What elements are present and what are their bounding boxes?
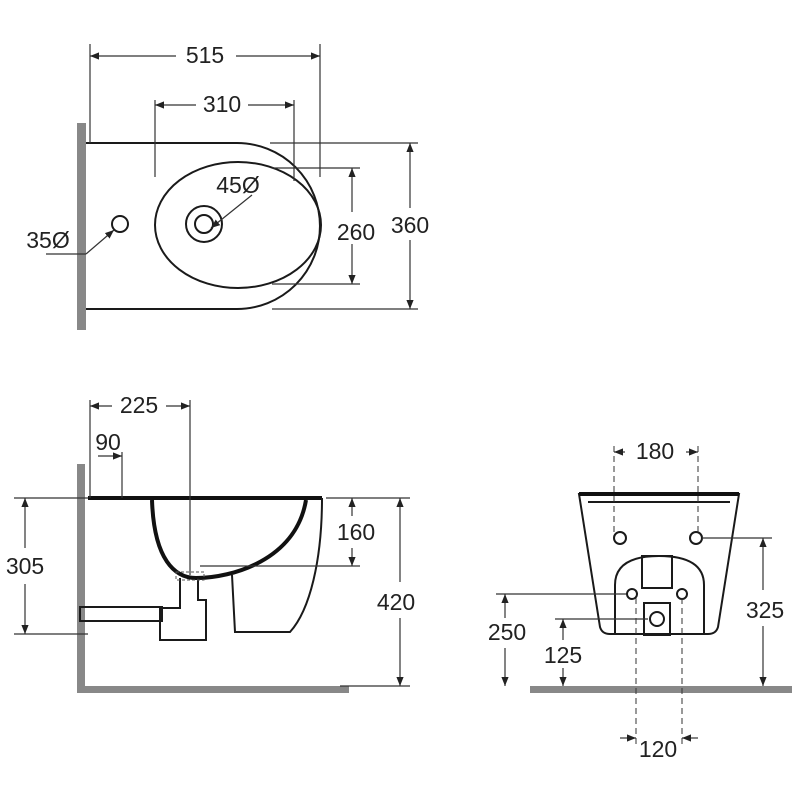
- dim-basin-depth: 260: [337, 219, 375, 245]
- rear-body-outline: [577, 493, 741, 635]
- side-view-wall: [77, 464, 85, 692]
- side-waste-pipe: [79, 606, 163, 622]
- dim-bolt-height: 325: [746, 597, 784, 623]
- dim-drain-diameter: 45Ø: [216, 172, 260, 198]
- top-view: 515 310 45Ø 35Ø 260 360: [26, 42, 429, 330]
- dim-waste-spacing: 120: [639, 736, 677, 762]
- side-bowl-inner: [150, 499, 308, 581]
- dim-tap-hole-diameter: 35Ø: [26, 227, 70, 253]
- rear-supply-left: [626, 588, 638, 600]
- side-siphon: [159, 578, 207, 641]
- basin-outline-top: [154, 161, 322, 289]
- dim-supply-height: 250: [488, 619, 526, 645]
- bidet-outline-top: [86, 142, 321, 310]
- dim-wall-to-tap: 90: [95, 429, 121, 455]
- dim-wall-to-drain: 225: [120, 392, 158, 418]
- rear-bolt-hole-left: [613, 531, 627, 545]
- rear-drain-outlet: [641, 555, 673, 589]
- rear-waste-marker: [649, 611, 665, 627]
- dim-fixing-height: 305: [6, 553, 44, 579]
- dim-waste-height: 125: [544, 642, 582, 668]
- side-view-floor: [77, 686, 349, 693]
- drain-outer-ring: [185, 205, 223, 243]
- drain-inner-ring: [194, 214, 214, 234]
- dim-rim-height: 420: [377, 589, 415, 615]
- rear-view-floor: [530, 686, 792, 693]
- dim-basin-width: 310: [203, 91, 241, 117]
- rear-bolt-hole-right: [689, 531, 703, 545]
- tap-hole: [111, 215, 129, 233]
- dim-bowl-depth: 160: [337, 519, 375, 545]
- rear-supply-right: [676, 588, 688, 600]
- top-view-wall: [77, 123, 86, 330]
- dim-overall-depth: 360: [391, 212, 429, 238]
- rear-view: 180 325 250 125 120: [488, 438, 792, 762]
- side-view: 225 90 305 160 420: [6, 392, 415, 693]
- rear-recess: [614, 554, 705, 634]
- dim-overall-width: 515: [186, 42, 224, 68]
- dim-bolt-spacing: 180: [636, 438, 674, 464]
- side-body-outline: [231, 497, 323, 633]
